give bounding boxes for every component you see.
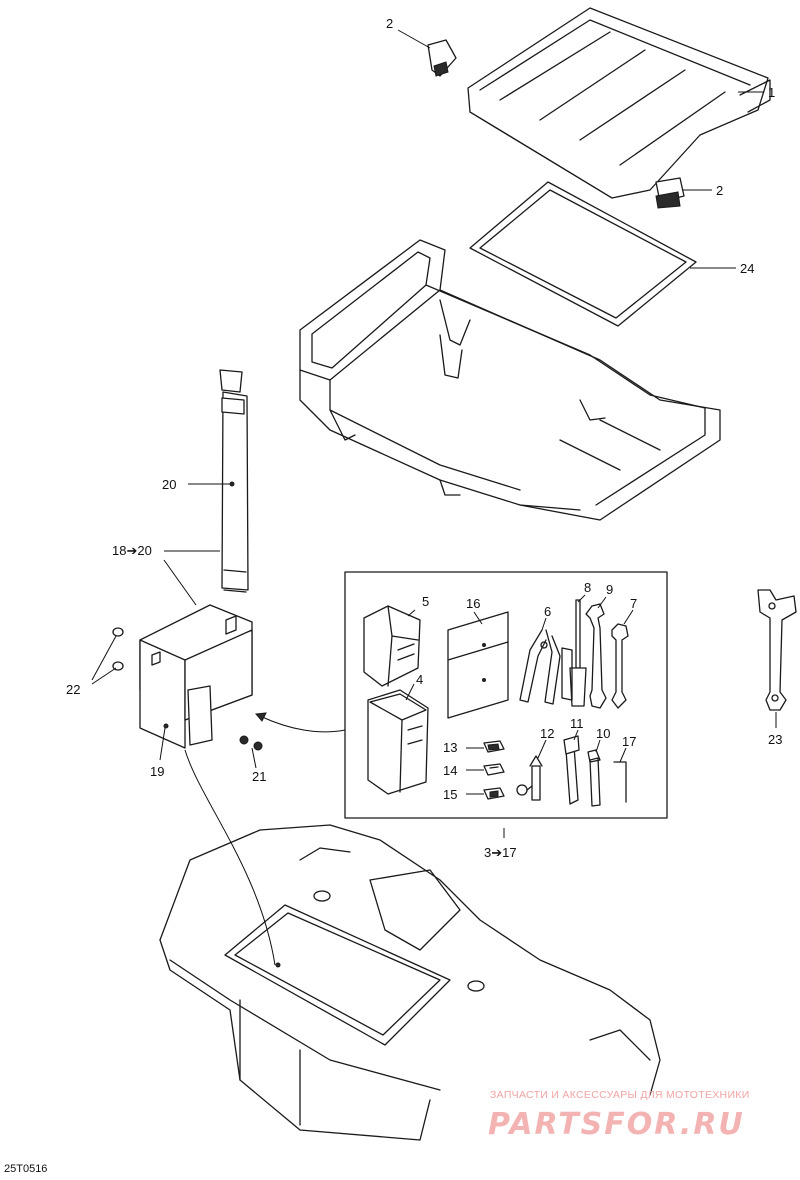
callout-12: 12 <box>540 726 554 741</box>
rack-cover-part <box>467 7 771 199</box>
callout-5: 5 <box>422 594 429 609</box>
callout-19: 19 <box>150 764 164 779</box>
gauge-part-12 <box>516 755 543 801</box>
callout-17: 17 <box>622 734 636 749</box>
pouch-part-5 <box>363 605 421 687</box>
callout-9: 9 <box>606 582 613 597</box>
pliers-part-6 <box>519 629 561 705</box>
fuse-part-14 <box>483 763 505 776</box>
callout-4: 4 <box>416 672 423 687</box>
callout-2-top: 2 <box>386 16 393 31</box>
callout-10: 10 <box>596 726 610 741</box>
strap-part <box>219 369 249 593</box>
vehicle-body-part <box>159 824 661 1141</box>
wrench-part-7 <box>611 623 629 709</box>
screwdriver-part-8 <box>561 599 587 707</box>
callout-8: 8 <box>584 580 591 595</box>
tool-box-part <box>139 604 253 749</box>
callout-11: 11 <box>570 716 584 731</box>
callout-13: 13 <box>443 740 457 755</box>
manual-part-16 <box>447 611 509 719</box>
callout-1: 1 <box>768 85 775 100</box>
callout-22: 22 <box>66 682 80 697</box>
wrench-part-23 <box>757 589 797 711</box>
callout-20: 20 <box>162 477 176 492</box>
callout-24: 24 <box>740 261 754 276</box>
callout-23: 23 <box>768 732 782 747</box>
callout-14: 14 <box>443 763 457 778</box>
tool-bag-part-4 <box>367 689 429 795</box>
drawing-code: 25T0516 <box>4 1163 47 1175</box>
callout-21: 21 <box>252 769 266 784</box>
wrench-part-9 <box>585 603 607 709</box>
leader-lines <box>91 29 777 966</box>
callout-3-17: 3➔17 <box>484 845 517 860</box>
watermark: ЗАПЧАСТИ И АКСЕССУАРЫ ДЛЯ МОТОТЕХНИКИ PA… <box>488 1089 750 1142</box>
screw-part-21 <box>239 735 263 751</box>
callout-18-20: 18➔20 <box>112 543 152 558</box>
allen-key-part-17 <box>613 761 627 803</box>
callout-7: 7 <box>630 596 637 611</box>
watermark-brand: PARTSFOR.RU <box>488 1107 745 1142</box>
tool-kit-frame <box>344 571 668 819</box>
callout-6: 6 <box>544 604 551 619</box>
tool-part-10 <box>587 749 601 807</box>
nut-part-22 <box>112 627 124 671</box>
callout-15: 15 <box>443 787 457 802</box>
rack-frame-part <box>299 239 721 521</box>
socket-part-11 <box>563 735 580 805</box>
callout-2-right: 2 <box>716 183 723 198</box>
clip-part-right <box>655 177 685 209</box>
watermark-tagline: ЗАПЧАСТИ И АКСЕССУАРЫ ДЛЯ МОТОТЕХНИКИ <box>490 1089 750 1101</box>
fuse-part-13 <box>483 740 505 753</box>
callout-labels: 2 1 2 24 20 18➔20 22 19 21 5 4 16 6 8 9 … <box>66 16 782 860</box>
fuse-part-15 <box>483 787 505 800</box>
clip-part-top <box>427 39 457 77</box>
callout-16: 16 <box>466 596 480 611</box>
rack-gasket-part <box>469 181 697 327</box>
